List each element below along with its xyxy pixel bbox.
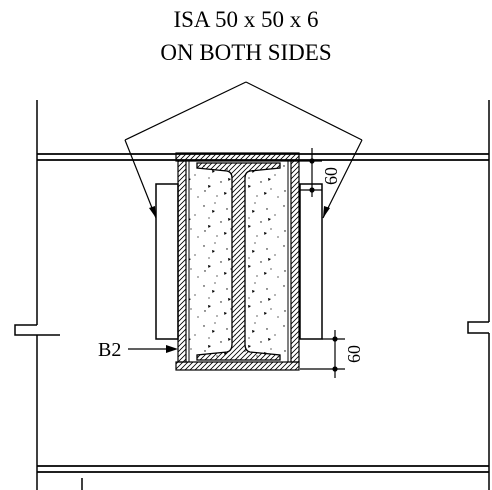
encasement-left-wall (177, 160, 187, 363)
annotation-line-1: ISA 50 x 50 x 6 (173, 7, 318, 32)
leader-arrowheads (149, 206, 330, 218)
dimension-top-value: 60 (321, 167, 341, 185)
dimension-bottom-marks (332, 336, 338, 372)
wall-outline-left (14, 100, 60, 490)
bottom-plate (175, 361, 300, 371)
member-label-arrowhead (166, 345, 178, 353)
right-angle-plate (299, 183, 323, 340)
annotation-leaders (124, 81, 363, 219)
bottom-beam-line (37, 465, 489, 473)
annotation-line-2: ON BOTH SIDES (160, 40, 331, 65)
wall-outline-right (467, 100, 490, 490)
dimension-bottom-value: 60 (344, 345, 364, 363)
i-section-steel (196, 162, 281, 361)
encasement-right-wall (290, 160, 300, 363)
top-plate (175, 152, 300, 162)
member-label: B2 (98, 339, 121, 361)
dimension-top-marks (309, 158, 315, 193)
left-angle-plate (155, 183, 179, 340)
